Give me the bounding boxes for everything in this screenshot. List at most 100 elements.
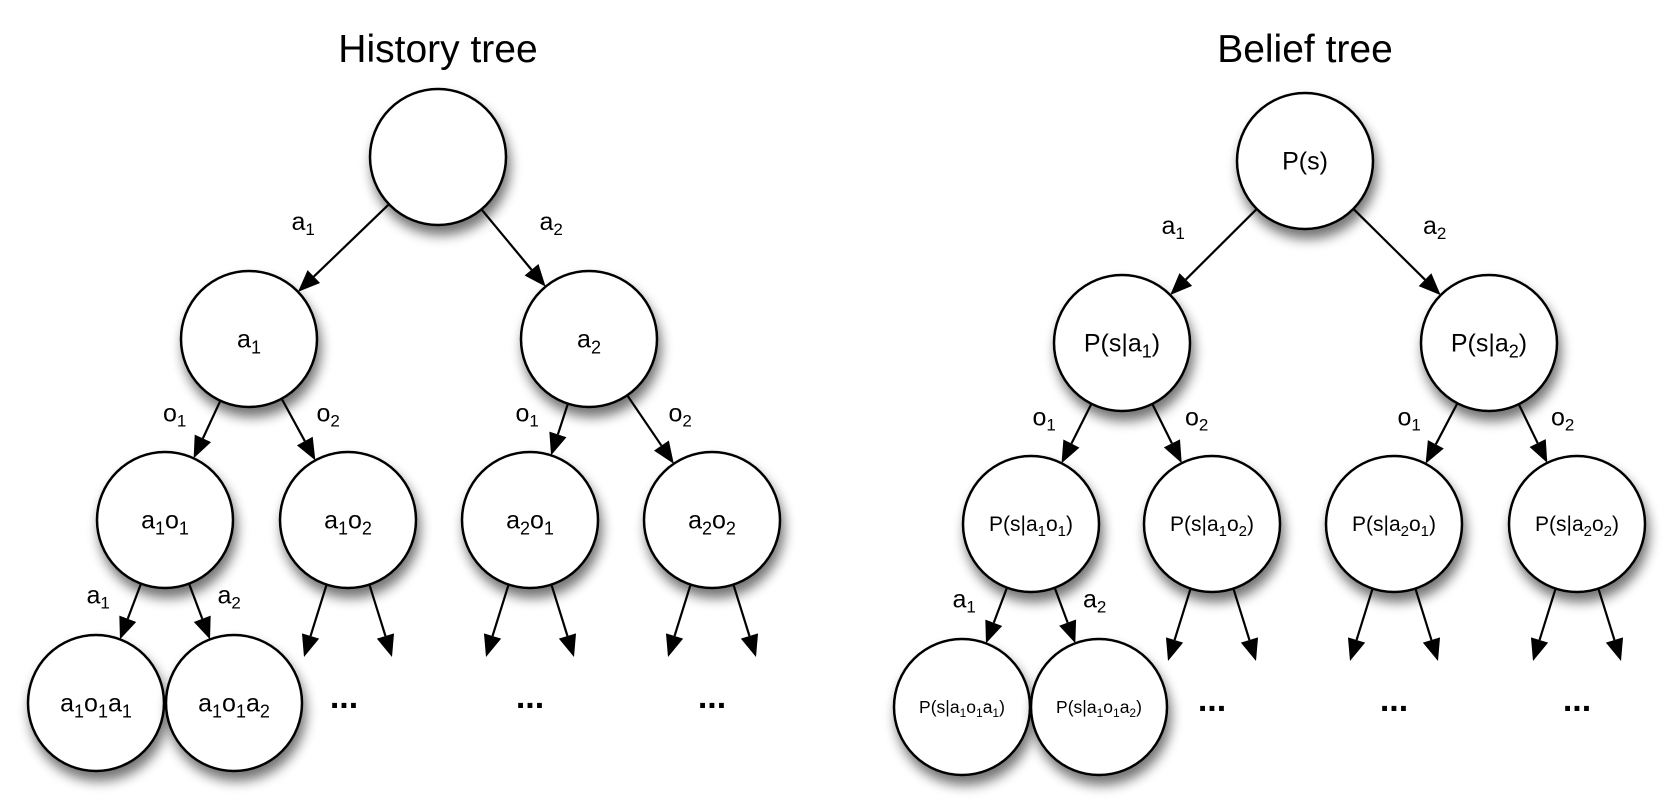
label-text: ) <box>1152 329 1160 357</box>
arrowhead-icon <box>296 436 316 461</box>
label-text: o <box>1551 404 1565 432</box>
node-circle <box>1029 637 1169 777</box>
label-text: a <box>1423 212 1437 240</box>
subscript: 2 <box>1584 523 1592 540</box>
edge-h_a1o2-stub1-line <box>368 584 387 637</box>
arrowhead-icon <box>1425 440 1444 464</box>
label-text: o <box>317 400 331 428</box>
arrowhead-icon <box>193 434 212 459</box>
node-circle <box>1235 91 1375 231</box>
edge-h_a2o1-stub1-line <box>550 584 569 637</box>
subscript: 1 <box>74 701 84 721</box>
node-circle <box>1507 454 1647 594</box>
arrowhead-icon <box>1605 637 1624 661</box>
node-label: P(s|a2o1) <box>1352 513 1436 540</box>
node-label: a1o2 <box>324 506 372 538</box>
arrowhead-icon <box>653 440 674 464</box>
arrowhead-icon <box>1347 637 1366 661</box>
tree-node <box>368 87 508 227</box>
arrowhead-icon <box>1170 273 1193 296</box>
label-text: a <box>953 586 967 614</box>
subscript: 1 <box>1411 416 1420 435</box>
tree-node: a1 <box>179 269 319 409</box>
edge-b_a1-b_a1o1-line <box>1070 403 1093 445</box>
label-text: o <box>1398 404 1412 432</box>
tree-node: P(s) <box>1235 91 1375 231</box>
edge-h_a2o1-stub0-line <box>491 584 510 637</box>
label-text: a <box>506 506 520 534</box>
label-text: o <box>530 506 544 534</box>
subscript: 2 <box>553 220 562 239</box>
subscript: 1 <box>236 701 246 721</box>
arrowhead-icon <box>1529 439 1548 463</box>
label-text: a <box>688 506 702 534</box>
arrowhead-icon <box>193 615 211 640</box>
subscript: 1 <box>177 412 186 431</box>
edge-label-b_a1-b_a1o2: o2 <box>1185 404 1208 435</box>
ellipsis-continuation: ... <box>1380 681 1408 719</box>
label-text: ) <box>1066 513 1073 536</box>
tree-node: P(s|a2) <box>1419 273 1559 413</box>
label-text: o <box>712 506 726 534</box>
edge-b_a1o1-b_a1o1a2-line <box>1053 587 1069 624</box>
subscript: 1 <box>155 518 165 538</box>
edge-h_root-h_a1-line <box>313 203 390 278</box>
node-label: P(s|a1o1a1) <box>919 697 1005 720</box>
subscript: 1 <box>1046 416 1055 435</box>
subscript: 2 <box>362 518 372 538</box>
label-text: ) <box>1612 513 1619 536</box>
label-text: a <box>87 582 101 610</box>
arrowhead-icon <box>524 263 546 287</box>
node-label: P(s|a2o2) <box>1535 513 1619 540</box>
edge-h_a2-h_a2o2-line <box>626 394 663 447</box>
node-label: a1 <box>237 325 261 357</box>
edge-b_root-b_a2-line <box>1352 208 1426 281</box>
subscript: 1 <box>976 706 983 720</box>
tree-node: P(s|a1o1a2) <box>1029 637 1169 777</box>
edge-b_a2-b_a2o1-line <box>1434 402 1459 445</box>
edge-b_a1o2-stub0-line <box>1173 588 1192 641</box>
subscript: 1 <box>1058 523 1066 540</box>
arrowhead-icon <box>549 431 567 456</box>
tree-node: a2o2 <box>642 450 782 590</box>
tree-node: a1o2 <box>278 450 418 590</box>
arrowhead-icon <box>301 633 320 657</box>
tree-node: P(s|a1o1a1) <box>892 637 1032 777</box>
node-circle <box>460 450 600 590</box>
subscript: 1 <box>251 337 261 357</box>
arrowhead-icon <box>1163 439 1182 464</box>
label-text: a <box>218 582 232 610</box>
node-circle <box>26 633 166 773</box>
node-circle <box>368 87 508 227</box>
subscript: 1 <box>960 706 967 720</box>
subscript: 2 <box>1437 224 1446 243</box>
arrowhead-icon <box>1530 637 1549 661</box>
label-text: a <box>1162 212 1176 240</box>
tree-node: a1o1a2 <box>164 633 304 773</box>
subscript: 2 <box>702 518 712 538</box>
arrowhead-icon <box>376 633 395 657</box>
edge-b_a1-b_a1o2-line <box>1151 403 1173 444</box>
tree-node: P(s|a1o1) <box>961 454 1101 594</box>
label-text: a <box>983 697 993 717</box>
arrowhead-icon <box>1165 637 1184 661</box>
node-circle <box>519 269 659 409</box>
arrowhead-icon <box>558 633 577 657</box>
edge-h_a1o2-stub0-line <box>309 584 328 637</box>
subscript: 1 <box>100 594 109 613</box>
subscript: 1 <box>966 598 975 617</box>
label-text: a <box>141 506 155 534</box>
label-text: ) <box>1519 329 1527 357</box>
edge-label-b_a1o1-b_a1o1a2: a2 <box>1083 586 1106 617</box>
node-label: a2 <box>577 325 601 357</box>
label-text: a <box>198 689 212 717</box>
belief-nodes: P(s)P(s|a1)P(s|a2)P(s|a1o1)P(s|a1o2)P(s|… <box>892 91 1647 777</box>
subscript: 2 <box>330 412 339 431</box>
label-text: a <box>540 208 554 236</box>
edge-label-b_a1-b_a1o1: o1 <box>1033 404 1056 435</box>
subscript: 1 <box>1113 706 1120 720</box>
